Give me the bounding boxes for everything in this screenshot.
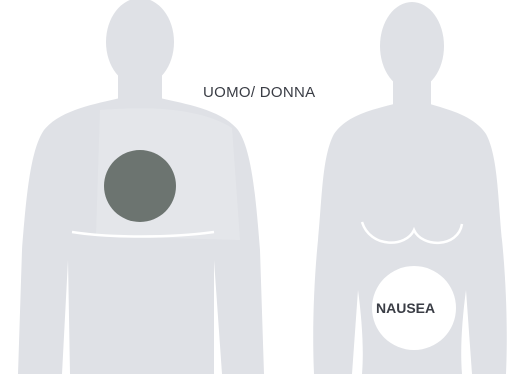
female-figure [313,2,507,374]
female-head [380,2,444,90]
chest-pain-circle [104,150,176,222]
nausea-label: NAUSEA [376,300,435,316]
center-label: UOMO/ DONNA [203,84,315,101]
male-figure [18,0,264,374]
